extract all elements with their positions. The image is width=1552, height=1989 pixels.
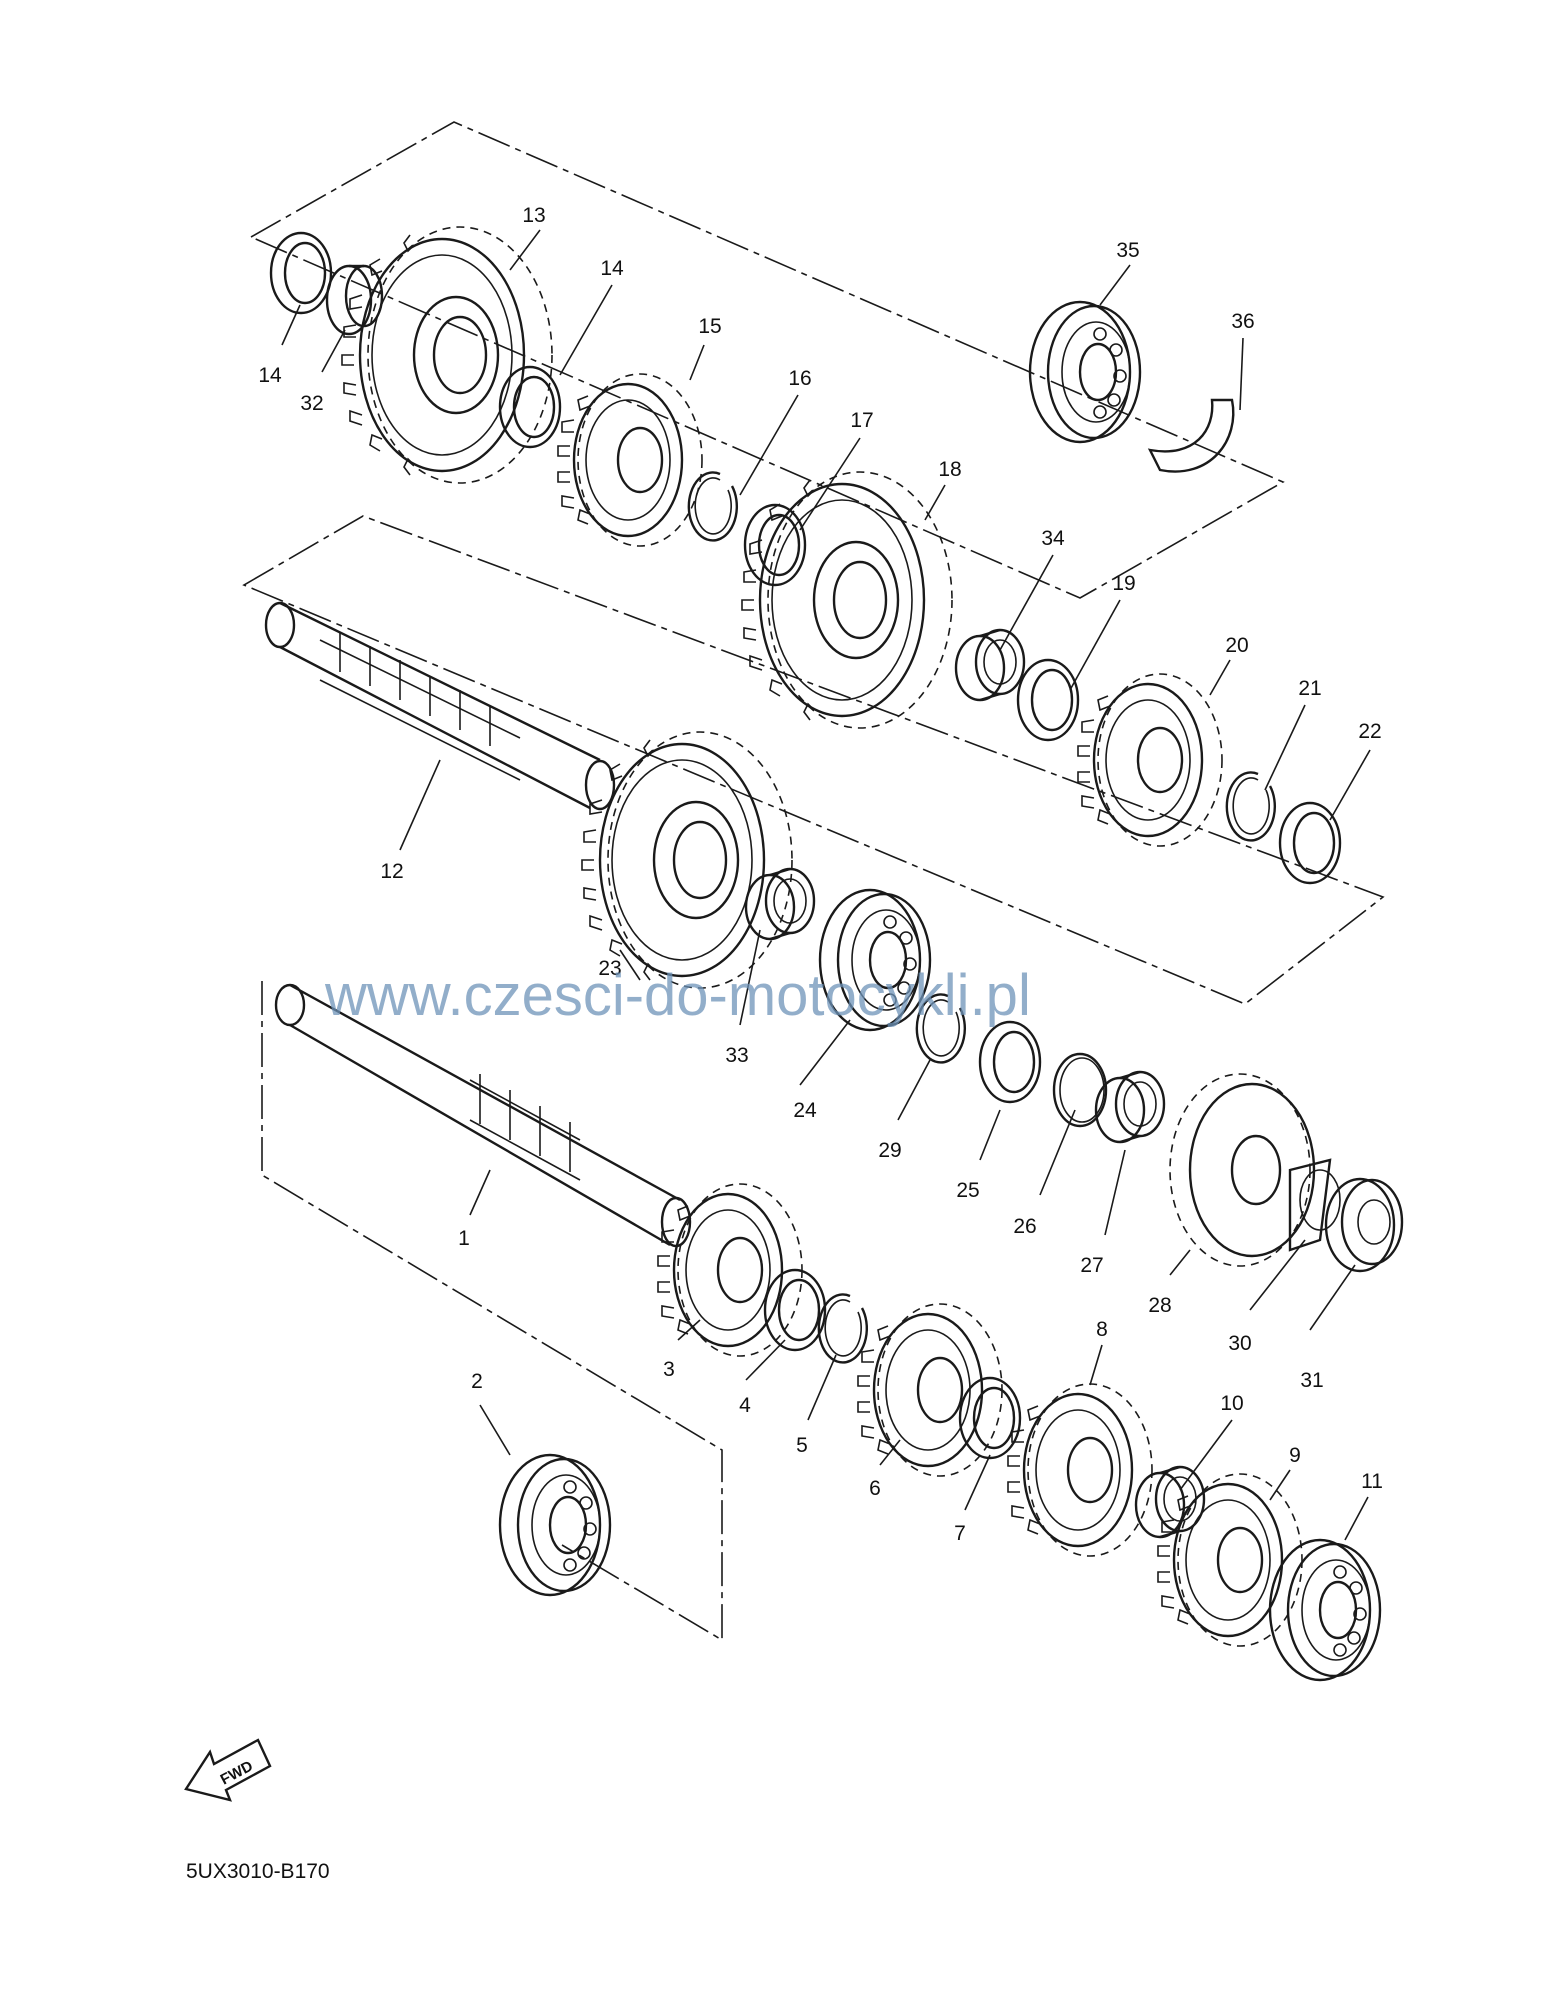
- washer-22: [1278, 801, 1342, 885]
- lower-group-frame: [261, 981, 723, 1642]
- part-label-10: 10: [1220, 1392, 1243, 1415]
- axle-1: [274, 983, 692, 1248]
- washer-19: [1016, 658, 1080, 742]
- gear-6: [856, 1302, 1004, 1478]
- part-label-24: 24: [793, 1099, 817, 1122]
- part-label-23: 23: [598, 957, 621, 980]
- part-label-28: 28: [1148, 1294, 1171, 1317]
- part-label-27: 27: [1080, 1254, 1103, 1277]
- sprocket-28: [1169, 1073, 1316, 1267]
- part-label-18: 18: [938, 458, 961, 481]
- nut-31: [1324, 1177, 1404, 1273]
- collar-32: [325, 264, 384, 336]
- fwd-arrow-icon: FWD: [184, 1738, 272, 1802]
- part-label-34: 34: [1041, 527, 1065, 550]
- part-label-32: 32: [300, 392, 323, 415]
- gear-3: [656, 1182, 804, 1358]
- part-label-20: 20: [1225, 634, 1248, 657]
- part-label-29: 29: [878, 1139, 901, 1162]
- part-label-25: 25: [956, 1179, 979, 1202]
- part-label-11: 11: [1361, 1470, 1383, 1493]
- part-label-21: 21: [1298, 677, 1321, 700]
- part-label-16: 16: [788, 367, 811, 390]
- part-label-30: 30: [1228, 1332, 1251, 1355]
- washer-14-left: [269, 231, 333, 315]
- bushing-33: [744, 867, 816, 941]
- part-label-7: 7: [954, 1522, 966, 1545]
- part-label-36: 36: [1231, 310, 1254, 333]
- part-label-4: 4: [739, 1394, 751, 1417]
- bearing-35: [1028, 300, 1142, 444]
- part-label-31: 31: [1300, 1369, 1323, 1392]
- part-label-3: 3: [663, 1358, 675, 1381]
- upper-group-frame: [249, 121, 1285, 599]
- lock-washer-30: [1288, 1158, 1341, 1252]
- gear-20: [1076, 672, 1224, 848]
- part-label-19: 19: [1112, 572, 1135, 595]
- watermark-text: www.czesci-do-motocykli.pl: [324, 963, 1031, 1028]
- gear-9: [1156, 1472, 1304, 1648]
- gear-15: [556, 372, 704, 548]
- part-label-2: 2: [471, 1370, 483, 1393]
- part-label-5: 5: [796, 1434, 808, 1457]
- part-label-26: 26: [1013, 1215, 1036, 1238]
- circlip-16: [687, 471, 739, 542]
- axle-12: [264, 601, 616, 811]
- part-label-33: 33: [725, 1044, 748, 1067]
- part-label-12: 12: [380, 860, 403, 883]
- part-label-9: 9: [1289, 1444, 1301, 1467]
- part-label-6: 6: [869, 1477, 881, 1500]
- washer-14-right: [498, 365, 562, 449]
- half-clip-36: [1147, 398, 1235, 473]
- diagram-code: 5UX3010-B170: [186, 1860, 330, 1883]
- circlip-5: [817, 1293, 869, 1364]
- part-label-35: 35: [1116, 239, 1139, 262]
- gear-8: [1006, 1382, 1154, 1558]
- bearing-2: [498, 1453, 612, 1597]
- gear-18: [740, 470, 954, 730]
- part-label-13: 13: [522, 204, 545, 227]
- middle-group-frame: [242, 515, 1385, 1005]
- part-label-22: 22: [1358, 720, 1381, 743]
- part-label-1: 1: [458, 1227, 470, 1250]
- bushing-34: [954, 628, 1026, 702]
- part-label-8: 8: [1096, 1318, 1108, 1341]
- leader-lines: [281, 229, 1371, 1541]
- part-labels: 1 2 3 4 5 6 7 8 9 10 11 12 13 14 14 15 1…: [258, 204, 1383, 1545]
- washer-7: [958, 1376, 1022, 1460]
- collar-27: [1094, 1070, 1166, 1144]
- collar-25: [978, 1020, 1042, 1104]
- part-label-14-left: 14: [258, 364, 282, 387]
- part-label-17: 17: [850, 409, 873, 432]
- part-label-15: 15: [698, 315, 721, 338]
- o-ring-26: [1052, 1052, 1108, 1128]
- bearing-11: [1268, 1538, 1382, 1682]
- part-label-14-right: 14: [600, 257, 624, 280]
